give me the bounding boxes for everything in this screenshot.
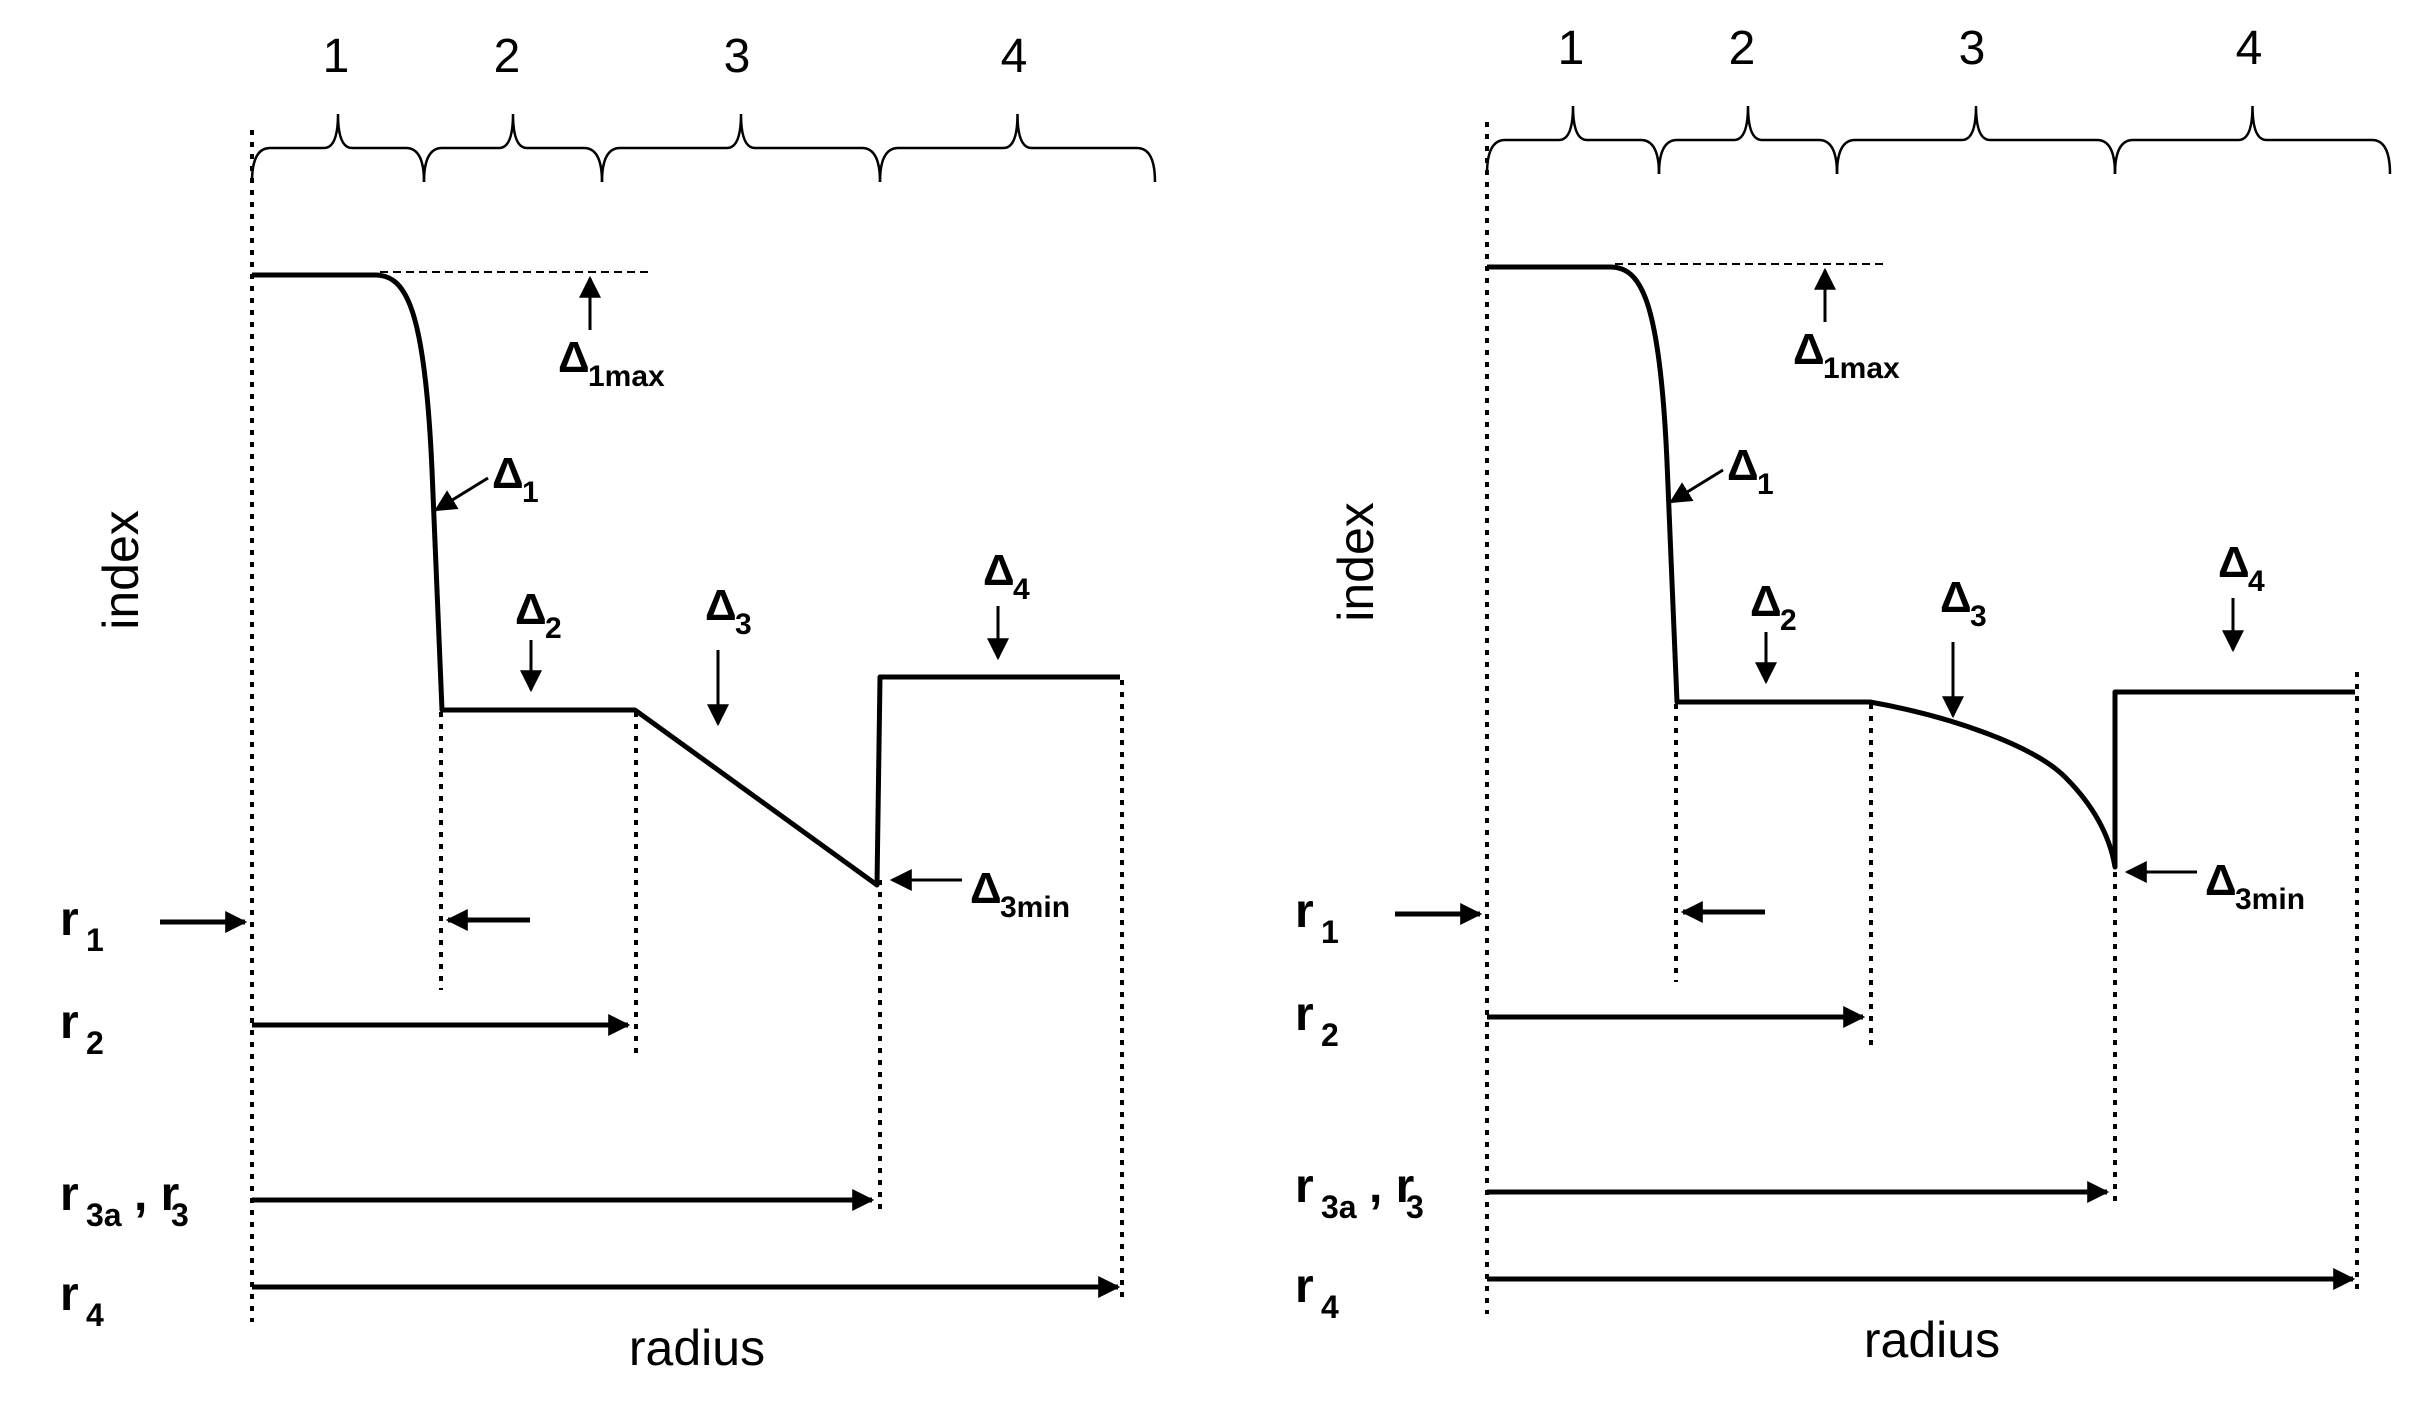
delta-1-label-subscript: 1 — [522, 476, 539, 509]
delta-2-label-subscript: 2 — [1780, 604, 1797, 637]
delta-4-label-subscript: 4 — [1013, 573, 1030, 606]
r3-label-main: r — [60, 1168, 79, 1221]
r1-label-subscript: 1 — [86, 922, 104, 958]
r2-label-subscript: 2 — [1321, 1017, 1339, 1053]
region-label-3: 3 — [724, 30, 751, 83]
delta-3min-label-subscript: 3min — [2235, 883, 2305, 916]
region-label-3: 3 — [1959, 22, 1986, 75]
delta-1-label-symbol: Δ — [492, 449, 524, 498]
delta-4-label-symbol: Δ — [983, 546, 1015, 595]
r2-label-subscript: 2 — [86, 1025, 104, 1061]
delta-3min-label-symbol: Δ — [970, 864, 1002, 913]
r4-label-subscript: 4 — [1321, 1289, 1339, 1325]
region-brace-2 — [1659, 106, 1837, 174]
delta-1-label-subscript: 1 — [1757, 468, 1774, 501]
region-brace-4 — [2115, 106, 2390, 174]
y-axis-label: index — [93, 510, 149, 630]
x-axis-label: radius — [1864, 1312, 2000, 1368]
r4-label-subscript: 4 — [86, 1297, 104, 1333]
region-brace-1 — [252, 114, 424, 182]
delta-3-label-symbol: Δ — [705, 581, 737, 630]
r3-label-subscript2: 3 — [171, 1197, 189, 1233]
delta-3min-label-symbol: Δ — [2205, 856, 2237, 905]
region-label-2: 2 — [494, 30, 521, 83]
r3-label-main: r — [1295, 1160, 1314, 1213]
region-label-4: 4 — [2236, 22, 2263, 75]
region-brace-3 — [1837, 106, 2115, 174]
delta-1-label-symbol: Δ — [1727, 441, 1759, 490]
delta-1max-label-subscript: 1max — [588, 360, 665, 393]
r3-label-subscript: 3a — [86, 1197, 122, 1233]
r4-label-main: r — [1295, 1260, 1314, 1313]
delta-2-label-subscript: 2 — [545, 612, 562, 645]
region-brace-3 — [602, 114, 880, 182]
region-brace-2 — [424, 114, 602, 182]
r2-label-main: r — [60, 996, 79, 1049]
r3-label-subscript: 3a — [1321, 1189, 1357, 1225]
region-label-1: 1 — [323, 30, 350, 83]
delta-1-arrow — [436, 478, 488, 510]
delta-4-label-subscript: 4 — [2248, 565, 2265, 598]
region-label-2: 2 — [1729, 22, 1756, 75]
r3-label-subscript2: 3 — [1406, 1189, 1424, 1225]
r2-label-main: r — [1295, 988, 1314, 1041]
region-label-1: 1 — [1558, 22, 1585, 75]
r4-label-main: r — [60, 1268, 79, 1321]
delta-3min-label-subscript: 3min — [1000, 891, 1070, 924]
y-axis-label: index — [1328, 502, 1384, 622]
delta-1max-label-symbol: Δ — [1793, 325, 1825, 374]
r1-label-subscript: 1 — [1321, 914, 1339, 950]
x-axis-label: radius — [629, 1320, 765, 1376]
delta-3-label-symbol: Δ — [1940, 573, 1972, 622]
delta-3-label-subscript: 3 — [1970, 600, 1987, 633]
delta-4-label-symbol: Δ — [2218, 538, 2250, 587]
delta-1max-label-symbol: Δ — [558, 333, 590, 382]
profile-panel-right: 1234indexradiusΔ1maxΔ1Δ2Δ3Δ4Δ3minr1r2r4r… — [1295, 22, 2390, 1368]
delta-1-arrow — [1671, 470, 1723, 502]
profile-panel-left: 1234indexradiusΔ1maxΔ1Δ2Δ3Δ4Δ3minr1r2r4r… — [60, 30, 1155, 1376]
r1-label-main: r — [1295, 885, 1314, 938]
region-brace-1 — [1487, 106, 1659, 174]
delta-2-label-symbol: Δ — [1750, 577, 1782, 626]
r1-label-main: r — [60, 893, 79, 946]
delta-3-label-subscript: 3 — [735, 608, 752, 641]
delta-1max-label-subscript: 1max — [1823, 352, 1900, 385]
delta-2-label-symbol: Δ — [515, 585, 547, 634]
region-brace-4 — [880, 114, 1155, 182]
region-label-4: 4 — [1001, 30, 1028, 83]
